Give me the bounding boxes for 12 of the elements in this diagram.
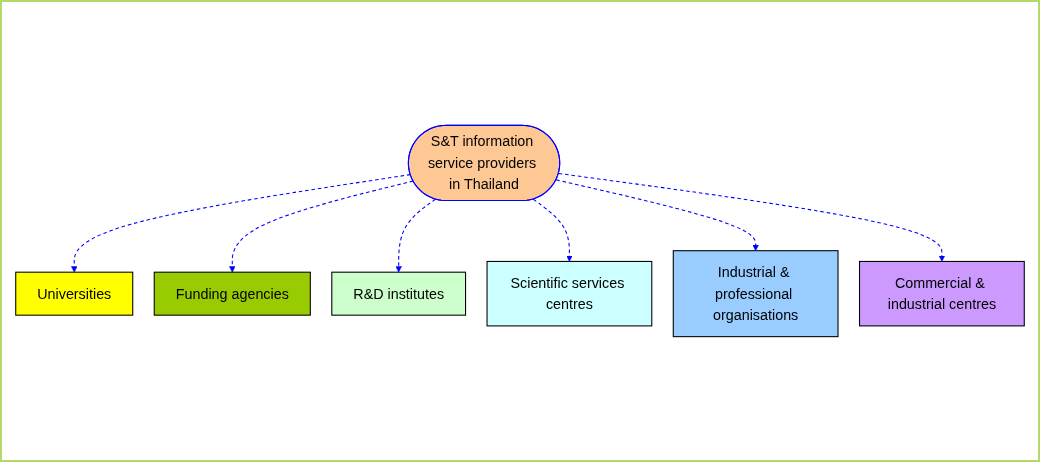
node-box: Funding agencies: [153, 271, 311, 316]
node-box: Universities: [15, 271, 134, 316]
arrow: [558, 172, 946, 262]
node-box: Commercial & industrial centres: [859, 260, 1025, 327]
node-box: Industrial & professional organisations: [672, 250, 839, 338]
arrow: [555, 179, 759, 251]
node-box: R&D institutes: [331, 271, 467, 316]
arrow: [229, 180, 414, 273]
arrow: [532, 198, 573, 262]
arrow: [395, 198, 436, 273]
arrow: [71, 174, 412, 273]
node-box: Scientific services centres: [486, 260, 653, 327]
